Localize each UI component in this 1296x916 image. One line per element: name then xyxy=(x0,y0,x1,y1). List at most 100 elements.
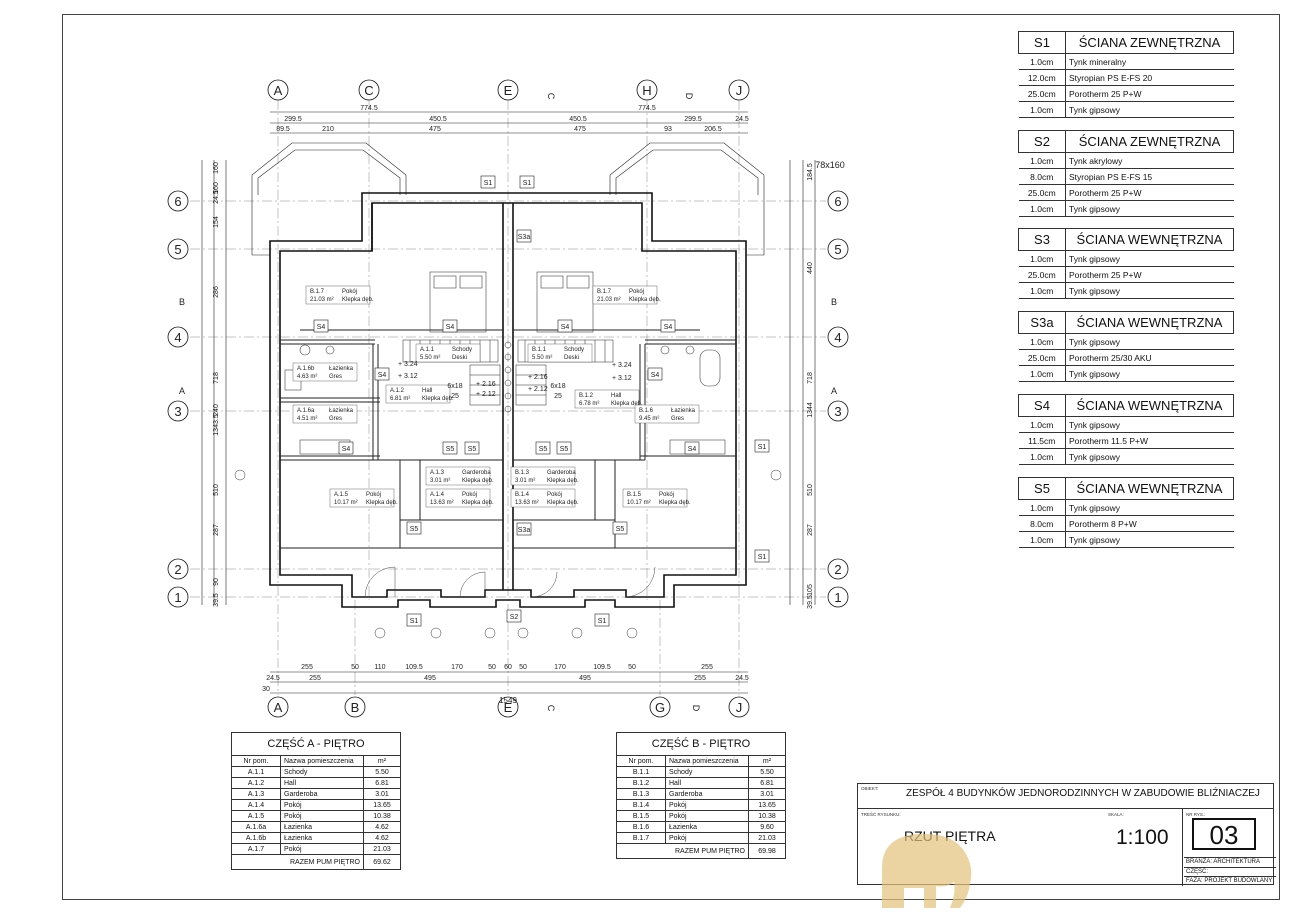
dimension-label: 475 xyxy=(429,126,441,133)
grid-row-bubble xyxy=(167,190,189,212)
dimension-label: 206.5 xyxy=(704,126,722,133)
total-value: 69.62 xyxy=(363,854,401,870)
dimension-label: 440 xyxy=(807,262,814,274)
room-label-box xyxy=(425,488,491,508)
grid-row-label: 1 xyxy=(834,590,841,605)
dimension-label: 210 xyxy=(322,126,334,133)
section-marker-c: C xyxy=(546,93,556,100)
dimension-label: 50 xyxy=(351,664,359,671)
title-block: OBIEKT: ZESPÓŁ 4 BUDYNKÓW JEDNORODZINNYC… xyxy=(857,783,1276,886)
obiekt-label: OBIEKT: xyxy=(861,786,879,791)
scale-value: 1:100 xyxy=(1116,826,1169,849)
room-label-box xyxy=(292,404,358,424)
layer-material: Tynk gipsowy xyxy=(1065,101,1234,118)
grid-axis-label: G xyxy=(655,700,665,715)
room-area: 5.50 xyxy=(748,766,786,778)
grid-axis-bubble xyxy=(267,79,289,101)
room-label-box xyxy=(510,488,576,508)
drawing-number: 03 xyxy=(1192,818,1256,850)
divider xyxy=(1182,808,1183,886)
wall-tag-box xyxy=(464,441,480,455)
room-number: B.1.3 xyxy=(616,788,666,800)
grid-axis-label: C xyxy=(364,83,373,98)
room-id: B.1.3 xyxy=(515,470,530,476)
grid-row-bubble xyxy=(827,558,849,580)
layer-material: Tynk gipsowy xyxy=(1065,250,1234,267)
wall-tag-box xyxy=(442,319,458,333)
room-number: A.1.5 xyxy=(231,810,281,822)
wall-tag-box xyxy=(660,319,676,333)
tresc-label: TREŚĆ RYSUNKU: xyxy=(861,812,901,817)
room-name: Schody xyxy=(665,766,749,778)
room-area: 6.81 xyxy=(748,777,786,789)
grid-axis-label: A xyxy=(274,83,283,98)
room-name: Łazienka xyxy=(665,821,749,833)
grid-row-bubble xyxy=(827,190,849,212)
faza: FAZA: PROJEKT BUDOWLANY xyxy=(1184,876,1276,886)
grid-axis-label: H xyxy=(642,83,651,98)
wall-name: ŚCIANA ZEWNĘTRZNA xyxy=(1065,31,1234,54)
room-table-part-a: CZĘŚĆ A - PIĘTRO Nr pom.Nazwa pomieszcze… xyxy=(231,732,401,870)
wall-name: ŚCIANA WEWNĘTRZNA xyxy=(1065,228,1234,251)
room-name: Schody xyxy=(280,766,364,778)
grid-axis-bubble xyxy=(728,79,750,101)
room-name: Garderoba xyxy=(462,470,491,476)
layer-thickness: 1.0cm xyxy=(1018,365,1066,382)
room-floor: Gres xyxy=(329,416,342,422)
grid-row-label: 5 xyxy=(834,242,841,257)
room-area: 21.03 xyxy=(748,832,786,844)
room-area: 9.60 xyxy=(748,821,786,833)
project-name: ZESPÓŁ 4 BUDYNKÓW JEDNORODZINNYCH W ZABU… xyxy=(906,788,1260,799)
room-floor: Klepka dęb. xyxy=(547,478,579,484)
layer-thickness: 8.0cm xyxy=(1018,515,1066,532)
layer-material: Tynk gipsowy xyxy=(1065,365,1234,382)
wall-tag-box xyxy=(516,522,532,536)
section-marker-a: A xyxy=(179,386,185,396)
dimension-label: 255 xyxy=(701,664,713,671)
wall-tag-s4: S4 xyxy=(342,446,351,453)
dimension-label: 30 xyxy=(262,686,270,693)
room-floor: Klepka dęb. xyxy=(629,297,661,303)
dimension-label: 286 xyxy=(213,286,220,298)
room-floor: Klepka dęb. xyxy=(659,500,691,506)
room-label-box xyxy=(510,466,576,486)
room-table-part-b: CZĘŚĆ B - PIĘTRO Nr pom.Nazwa pomieszcze… xyxy=(616,732,786,859)
room-label-box xyxy=(292,362,358,382)
dimension-label: 90 xyxy=(213,578,220,586)
dimension-label: 299.5 xyxy=(284,116,302,123)
wall-tag-box xyxy=(556,441,572,455)
layer-material: Porotherm 25/30 AKU xyxy=(1065,349,1234,366)
layer-material: Tynk gipsowy xyxy=(1065,499,1234,516)
col-header: Nazwa pomieszczenia xyxy=(665,755,749,767)
layer-thickness: 25.0cm xyxy=(1018,85,1066,102)
room-name: Garderoba xyxy=(547,470,576,476)
wall-tag-s5: S5 xyxy=(410,526,419,533)
room-floor: Gres xyxy=(671,416,684,422)
dimension-label: 24.5 xyxy=(735,116,749,123)
wall-code: S2 xyxy=(1018,130,1066,153)
layer-thickness: 1.0cm xyxy=(1018,499,1066,516)
wall-tag-s4: S4 xyxy=(688,446,697,453)
room-name: Łazienka xyxy=(329,408,354,414)
dimension-total: 1549 xyxy=(499,696,517,705)
room-id: B.1.1 xyxy=(532,347,547,353)
room-area: 5.50 m² xyxy=(420,355,440,361)
room-area: 5.50 m² xyxy=(532,355,552,361)
dimension-label: 109.5 xyxy=(405,664,423,671)
grid-row-bubble xyxy=(827,400,849,422)
dimension-label: 24.5 xyxy=(266,675,280,682)
dimension-label: 24.5 xyxy=(213,190,220,204)
room-id: A.1.6b xyxy=(297,366,315,372)
dimension-label: 50 xyxy=(628,664,636,671)
wall-tag-s1: S1 xyxy=(523,180,532,187)
room-id: A.1.3 xyxy=(430,470,445,476)
grid-row-label: 4 xyxy=(834,330,841,345)
